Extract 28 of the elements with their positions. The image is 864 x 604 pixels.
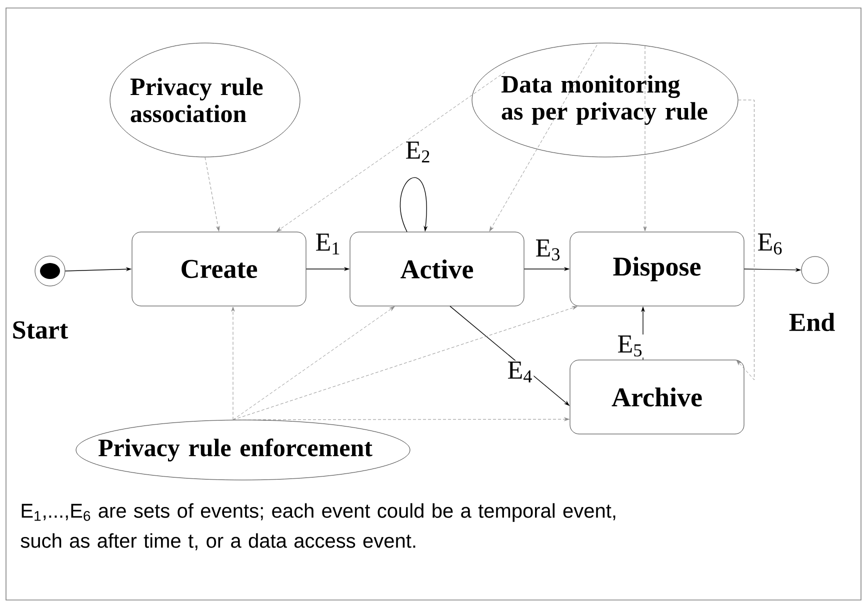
oval-node: Privacy rule enforcement [76, 420, 410, 480]
dashed-arrow [232, 306, 578, 420]
oval-node: Data monitoring as per privacy rule [472, 42, 738, 158]
state-box: Create [132, 232, 306, 306]
state-box: Archive [570, 360, 744, 434]
end-state-circle [801, 256, 829, 284]
dashed-arrow [231, 306, 235, 420]
edge-label: E$_{5}$ [616, 334, 644, 358]
caption: E$_{1}$,...,E$_{6}$ are sets of events; each event could be a temporal event, such as after time t, or a data access event. [20, 503, 616, 550]
dashed-arrow [489, 44, 598, 232]
dashed-arrow [276, 72, 506, 232]
edge-label: E$_{1}$ [314, 232, 342, 256]
start-state-dot [34, 256, 66, 286]
state-box: Active [350, 232, 524, 306]
dashed-arrow [643, 46, 647, 232]
state-box: Dispose [570, 232, 744, 306]
dashed-arrow [204, 156, 220, 232]
dashed-arrow [736, 100, 754, 380]
state-label: End [789, 312, 835, 332]
edge-label: E$_{6}$ [756, 232, 784, 256]
arrow [400, 177, 428, 232]
state-label: Start [13, 321, 68, 339]
edge-label: E$_{3}$ [534, 238, 562, 262]
edge-label: E$_{2}$ [404, 140, 432, 164]
dashed-arrow [232, 418, 570, 421]
dashed-arrow [232, 306, 395, 420]
oval-node: Privacy rule association [110, 42, 300, 158]
edge-label: E$_{4}$ [506, 360, 534, 384]
